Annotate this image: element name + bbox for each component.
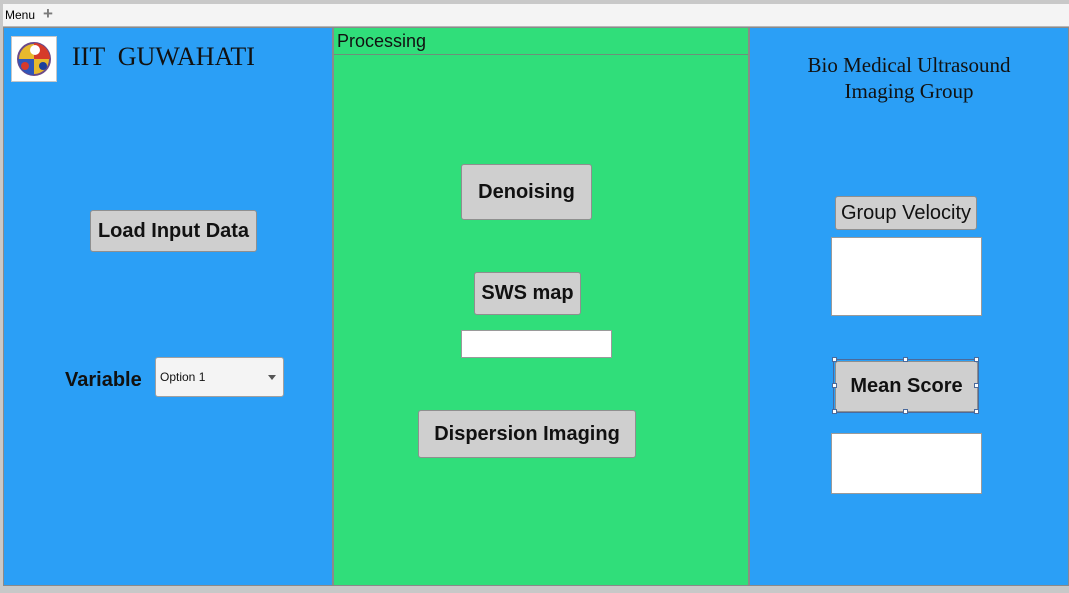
- variable-dropdown[interactable]: Option 1: [155, 357, 284, 397]
- institute-title: IIT GUWAHATI: [72, 42, 255, 71]
- resize-handle[interactable]: [974, 357, 979, 362]
- plus-icon[interactable]: +: [43, 4, 53, 23]
- group-title: Bio Medical Ultrasound Imaging Group: [750, 52, 1068, 104]
- left-panel: IIT GUWAHATI Load Input Data Variable Op…: [3, 27, 333, 586]
- denoising-button[interactable]: Denoising: [461, 164, 592, 220]
- resize-handle[interactable]: [903, 409, 908, 414]
- selection-outline: [833, 359, 979, 413]
- load-input-data-button[interactable]: Load Input Data: [90, 210, 257, 252]
- dispersion-imaging-button[interactable]: Dispersion Imaging: [418, 410, 636, 458]
- menu-bar: Menu +: [3, 4, 1069, 27]
- resize-handle[interactable]: [903, 357, 908, 362]
- variable-dropdown-value: Option 1: [160, 370, 206, 384]
- group-velocity-button[interactable]: Group Velocity: [835, 196, 977, 230]
- iitg-logo: [11, 36, 57, 82]
- resize-handle[interactable]: [974, 409, 979, 414]
- processing-panel: Processing Denoising SWS map Dispersion …: [333, 27, 749, 586]
- resize-handle[interactable]: [974, 383, 979, 388]
- group-title-line1: Bio Medical Ultrasound: [807, 53, 1011, 77]
- processing-title: Processing: [337, 31, 427, 51]
- resize-handle[interactable]: [832, 409, 837, 414]
- sws-map-field[interactable]: [461, 330, 612, 358]
- sws-map-button[interactable]: SWS map: [474, 272, 581, 315]
- resize-handle[interactable]: [832, 357, 837, 362]
- right-panel: Bio Medical Ultrasound Imaging Group Gro…: [749, 27, 1069, 586]
- group-title-line2: Imaging Group: [844, 79, 974, 103]
- mean-score-button[interactable]: Mean Score: [835, 361, 978, 412]
- chevron-down-icon: [268, 375, 276, 380]
- resize-handle[interactable]: [832, 383, 837, 388]
- group-velocity-field[interactable]: [831, 237, 982, 316]
- menu-button[interactable]: Menu: [5, 8, 36, 22]
- mean-score-field[interactable]: [831, 433, 982, 494]
- processing-header: Processing: [334, 28, 748, 55]
- variable-label: Variable: [65, 369, 142, 391]
